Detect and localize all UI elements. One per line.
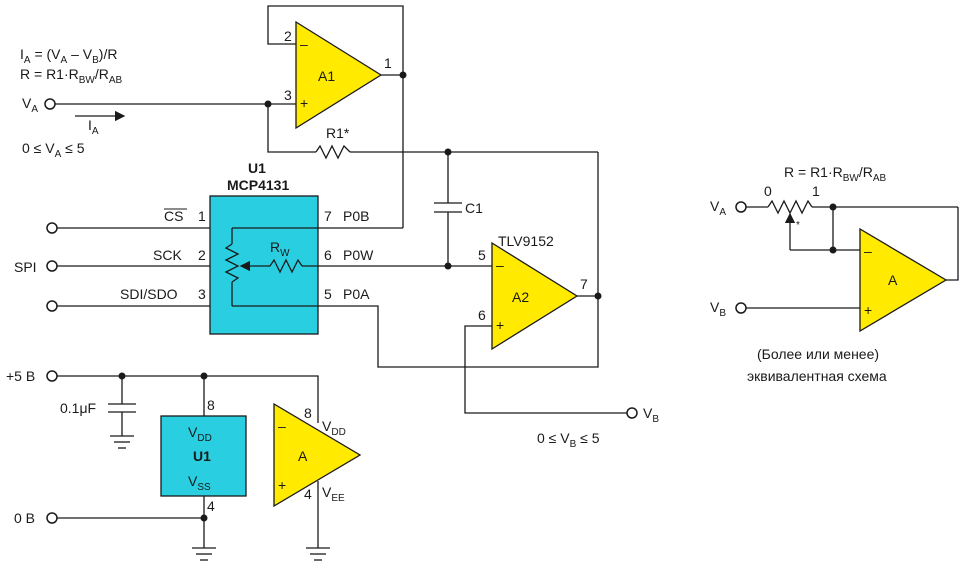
potentiometer: [224, 243, 240, 283]
svg-text:3: 3: [198, 286, 206, 302]
svg-text:–: –: [300, 36, 308, 52]
zero-label: 0 В: [14, 510, 35, 526]
svg-text:+: +: [864, 302, 872, 318]
svg-text:4: 4: [304, 486, 312, 502]
svg-text:7: 7: [324, 208, 332, 224]
sdi-label: SDI/SDO: [120, 286, 178, 302]
p0a-label: P0A: [343, 286, 370, 302]
opamp-power-a: [273, 402, 362, 508]
chip-mcp4131: [209, 195, 319, 335]
svg-text:*: *: [796, 220, 800, 231]
equiv-vb-terminal: [735, 302, 747, 314]
u1-part: MCP4131: [227, 177, 289, 193]
u1-vss: VSS: [188, 473, 211, 493]
ia-label: IA: [88, 117, 99, 137]
equiv-potentiometer: [767, 199, 813, 215]
svg-text:6: 6: [478, 307, 486, 323]
sdi-terminal: [46, 300, 58, 312]
vb-label: VB: [643, 405, 659, 425]
equiv-va-terminal: [735, 201, 747, 213]
chip-u1-power: [160, 415, 247, 497]
equiv-opamp-label: A: [888, 272, 898, 288]
a2-part: TLV9152: [498, 233, 554, 249]
u1-power-name: U1: [193, 448, 211, 464]
p0b-label: P0B: [343, 208, 369, 224]
svg-text:+: +: [496, 317, 504, 333]
r1-label: R1*: [326, 125, 350, 141]
svg-text:4: 4: [207, 498, 215, 514]
opamp-a2: [491, 241, 579, 351]
cs-terminal: [46, 222, 58, 234]
svg-text:1: 1: [198, 208, 206, 224]
svg-text:–: –: [864, 243, 872, 259]
formula-resistance: R = R1·RBW/RAB: [20, 66, 123, 86]
cap-value: 0.1μF: [60, 400, 96, 416]
zero-terminal: [46, 512, 58, 524]
va-terminal: [44, 98, 56, 110]
vplus-label: +5 В: [6, 368, 35, 384]
svg-text:IA = (VA – VB)/R: IA = (VA – VB)/R: [20, 46, 117, 66]
svg-text:2: 2: [284, 28, 292, 44]
vb-terminal: [626, 407, 638, 419]
equiv-va-label: VA: [710, 198, 726, 218]
u1-vdd: VDD: [188, 424, 212, 444]
svg-text:7: 7: [580, 276, 588, 292]
svg-text:–: –: [278, 418, 286, 434]
equiv-caption-2: эквивалентная схема: [747, 368, 887, 384]
opamp-power-label: A: [298, 448, 308, 464]
spi-label: SPI: [14, 259, 37, 275]
svg-text:3: 3: [284, 87, 292, 103]
opamp-a1: [295, 20, 383, 130]
p0w-label: P0W: [343, 247, 374, 263]
resistor-r1: [315, 144, 351, 160]
svg-text:5: 5: [478, 247, 486, 263]
vplus-terminal: [46, 370, 58, 382]
cs-label: CS: [164, 208, 183, 224]
u1-name: U1: [248, 160, 266, 176]
c1-label: C1: [465, 200, 483, 216]
formula-current: IA = (VA – VB)/R: [20, 46, 117, 66]
rw-label: RW: [270, 239, 290, 259]
opamp-vee: VEE: [322, 484, 345, 504]
va-range: 0 ≤ VA ≤ 5: [22, 140, 85, 160]
va-label: VA: [22, 95, 38, 115]
equiv-formula: R = R1·RBW/RAB: [784, 164, 887, 184]
sck-label: SCK: [153, 247, 182, 263]
svg-text:1: 1: [384, 55, 392, 71]
a2-label: A2: [512, 289, 529, 305]
svg-text:8: 8: [304, 405, 312, 421]
equiv-vb-label: VB: [710, 299, 726, 319]
svg-text:1: 1: [812, 183, 820, 199]
equiv-opamp: [859, 227, 948, 333]
svg-text:+: +: [278, 477, 286, 493]
opamp-vdd: VDD: [322, 418, 346, 438]
svg-text:6: 6: [324, 247, 332, 263]
vb-range: 0 ≤ VB ≤ 5: [537, 430, 600, 450]
svg-text:2: 2: [198, 247, 206, 263]
sck-terminal: [46, 260, 58, 272]
svg-text:+: +: [300, 95, 308, 111]
svg-text:8: 8: [207, 397, 215, 413]
equiv-caption-1: (Более или менее): [757, 346, 879, 362]
svg-text:R = R1·RBW/RAB: R = R1·RBW/RAB: [20, 66, 123, 86]
a1-label: A1: [318, 68, 335, 84]
svg-text:0: 0: [764, 183, 772, 199]
svg-text:–: –: [496, 257, 504, 273]
svg-text:5: 5: [324, 286, 332, 302]
